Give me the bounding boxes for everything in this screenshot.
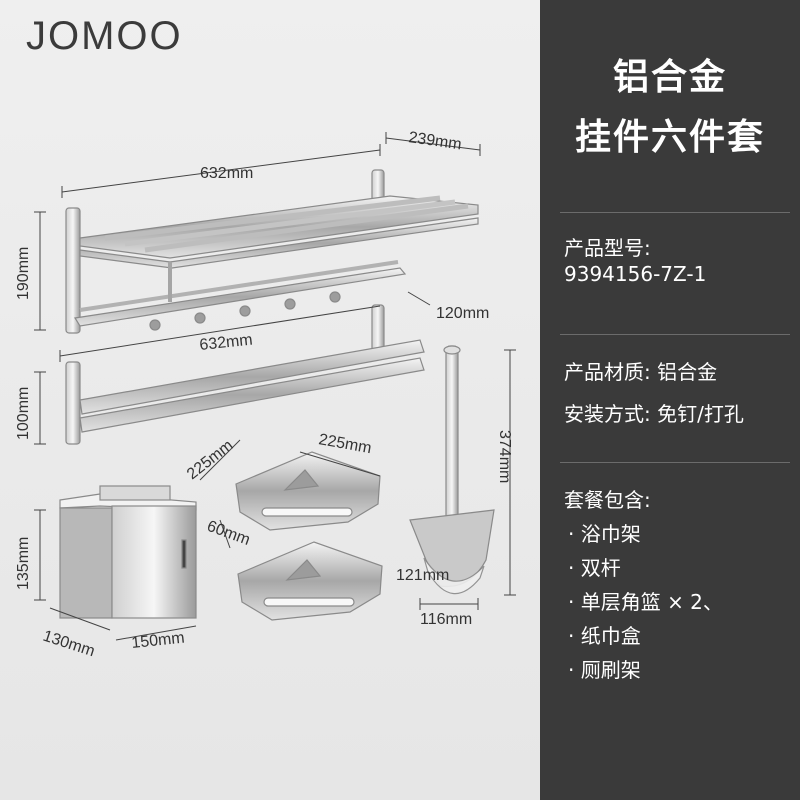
towel-rack-width-label: 632mm <box>200 165 253 182</box>
brand-logo: JOMOO <box>26 14 183 58</box>
products-illustration: 632mm 239mm 190mm 120mm 632mm 100mm 225m… <box>15 129 516 661</box>
package-item: · 单层角篮 × 2、 <box>568 590 723 614</box>
material-spec: 产品材质: 铝合金 <box>564 360 718 384</box>
corner-basket-lower <box>237 541 383 621</box>
model-value: 9394156-7Z-1 <box>564 262 707 286</box>
brush-width-label: 116mm <box>420 611 472 628</box>
brush-depth-label: 121mm <box>396 567 449 584</box>
brush-height-label: 374mm <box>496 430 513 483</box>
package-item: · 浴巾架 <box>568 522 641 546</box>
tissue-box-height-label: 135mm <box>15 537 32 590</box>
toilet-brush-holder <box>409 345 495 595</box>
basket-depth-label: 225mm <box>184 437 237 483</box>
towel-rack-depth-label: 239mm <box>407 129 462 153</box>
double-bar-width-label: 632mm <box>199 331 254 353</box>
dimension-lines <box>34 132 516 641</box>
product-title-line2: 挂件六件套 <box>574 117 765 158</box>
corner-basket-upper <box>235 451 381 531</box>
spec-panel: 铝合金 挂件六件套 产品型号: 9394156-7Z-1 产品材质: 铝合金 安… <box>540 0 800 800</box>
model-label: 产品型号: <box>564 236 651 260</box>
towel-rack <box>65 169 479 334</box>
product-title-line1: 铝合金 <box>612 57 727 98</box>
divider <box>560 334 790 335</box>
tissue-box-width-label: 150mm <box>131 629 186 651</box>
package-label: 套餐包含: <box>564 488 651 512</box>
double-bar-height-label: 100mm <box>15 387 32 440</box>
divider <box>560 212 790 213</box>
tissue-box-depth-label: 130mm <box>41 628 97 661</box>
towel-rack-height-label: 190mm <box>15 247 32 300</box>
towel-rack-hook-depth-label: 120mm <box>436 305 489 322</box>
product-diagram-panel: JOMOO <box>0 0 540 800</box>
package-item: · 双杆 <box>568 556 621 580</box>
install-spec: 安装方式: 免钉/打孔 <box>564 402 744 426</box>
package-item: · 厕刷架 <box>568 658 641 682</box>
basket-width-label: 225mm <box>317 431 373 457</box>
divider <box>560 462 790 463</box>
double-towel-bar <box>65 304 425 445</box>
tissue-box <box>59 485 197 619</box>
package-item: · 纸巾盒 <box>568 624 641 648</box>
